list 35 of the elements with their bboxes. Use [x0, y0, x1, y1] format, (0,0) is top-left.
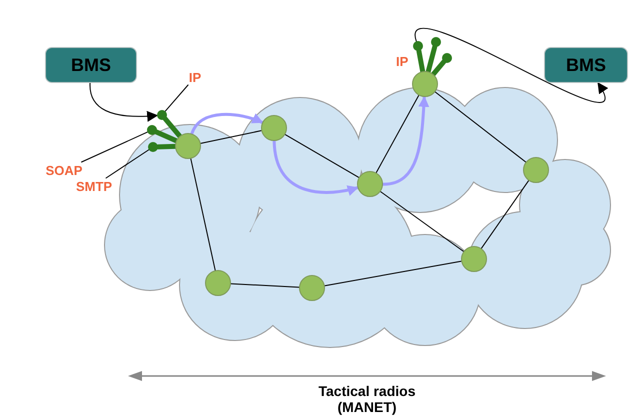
link-line	[376, 94, 420, 174]
link-line	[230, 283, 300, 288]
arrow	[416, 28, 608, 103]
link-line	[284, 134, 360, 178]
link-line	[434, 91, 526, 163]
route-arrow	[272, 140, 360, 196]
leader-line	[106, 149, 150, 178]
interface-dot	[431, 37, 441, 47]
bms-box: BMS	[544, 47, 628, 83]
bms-box: BMS	[45, 47, 137, 83]
leader-line	[164, 84, 189, 112]
leader-line	[81, 132, 148, 162]
route-arrow	[382, 95, 430, 186]
caption-text: Tactical radios (MANET)	[317, 383, 416, 415]
interface-dot	[157, 110, 167, 120]
protocol-label: IP	[396, 54, 408, 69]
protocol-label: SMTP	[74, 178, 114, 194]
interface-prong	[156, 144, 178, 150]
protocol-label: SOAP	[44, 162, 84, 178]
interface-dot	[413, 41, 423, 51]
link-line	[190, 158, 216, 271]
interface-dot	[442, 53, 452, 63]
link-line	[200, 130, 262, 144]
interface-prong	[154, 130, 179, 144]
interface-prong	[416, 48, 426, 74]
interface-prong	[430, 59, 446, 77]
arrow	[90, 82, 158, 122]
link-line	[480, 180, 530, 249]
interface-prong	[162, 116, 182, 139]
interface-dot	[147, 125, 157, 135]
route-arrow	[190, 112, 264, 136]
link-line	[380, 191, 464, 252]
interface-prong	[426, 44, 438, 74]
link-line	[324, 260, 462, 286]
protocol-label: IP	[186, 69, 204, 85]
